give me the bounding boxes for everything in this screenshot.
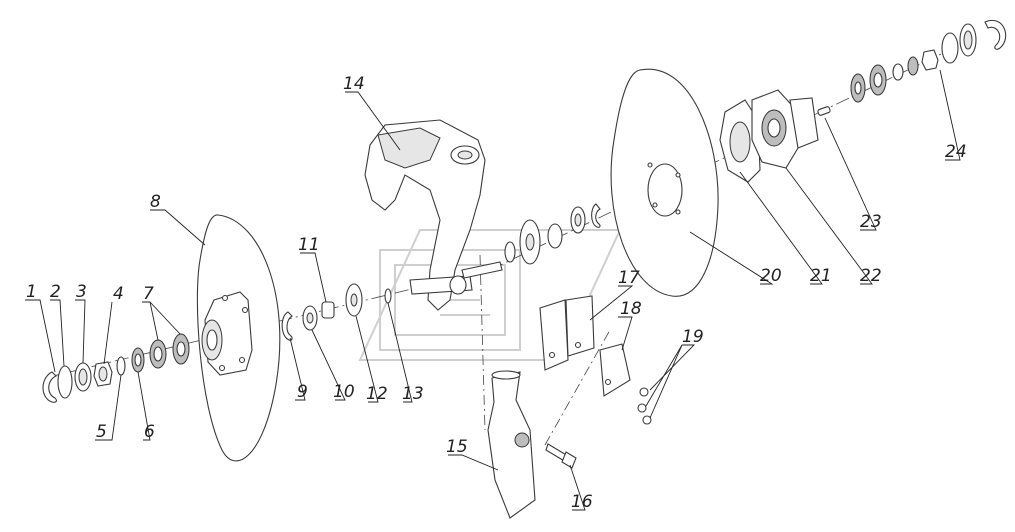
- part-18-plate: [599, 343, 631, 397]
- outer-bearings: [850, 56, 919, 103]
- part-8-disc-with-hub: [196, 214, 281, 462]
- part-3-seal: [74, 362, 92, 392]
- label-10: 10: [333, 382, 355, 402]
- label-22: 22: [860, 266, 882, 286]
- part-2-washer: [57, 365, 73, 399]
- label-1: 1: [26, 282, 37, 302]
- part-24-nut-and-caps: [921, 19, 1007, 71]
- part-10-bushing: [302, 305, 318, 331]
- label-20: 20: [760, 266, 782, 286]
- label-6: 6: [144, 422, 155, 442]
- label-18: 18: [620, 299, 642, 319]
- leader-lines: [25, 69, 961, 511]
- label-12: 12: [366, 384, 388, 404]
- label-9: 9: [297, 382, 308, 402]
- part-5-washer: [116, 356, 126, 376]
- label-13: 13: [402, 384, 424, 404]
- part-14-bracket-arm: [364, 119, 503, 311]
- label-5: 5: [96, 422, 107, 442]
- axle-fittings: [504, 203, 601, 265]
- part-4-nut: [93, 361, 113, 387]
- part-1-snap-ring: [42, 371, 57, 403]
- part-15-tube: [487, 370, 536, 519]
- part-21-gasket: [719, 99, 761, 183]
- label-21: 21: [810, 266, 832, 286]
- label-15: 15: [446, 437, 468, 457]
- part-19-bolts: [637, 387, 652, 425]
- part-labels: 1 2 3 4 5 6 7 8 9 10 11 12 13 14 15 16 1…: [26, 74, 967, 512]
- label-3: 3: [76, 282, 87, 302]
- part-12-washer: [345, 283, 363, 317]
- label-8: 8: [150, 192, 161, 212]
- label-11: 11: [298, 235, 320, 255]
- label-7: 7: [143, 284, 154, 304]
- label-23: 23: [860, 212, 882, 232]
- part-6-bearing-ring: [131, 347, 145, 373]
- part-7-bearings: [149, 333, 190, 369]
- part-20-large-disc: [610, 68, 719, 297]
- part-23-pin: [817, 106, 831, 116]
- label-16: 16: [571, 492, 593, 512]
- part-11-spacer: [321, 301, 335, 319]
- part-16-bolt: [545, 443, 577, 469]
- label-17: 17: [618, 268, 640, 288]
- label-14: 14: [343, 74, 365, 94]
- part-9-ring: [281, 311, 293, 341]
- part-17-plates: [539, 295, 595, 371]
- label-2: 2: [50, 282, 61, 302]
- part-22-hub-housing: [751, 89, 819, 169]
- part-13-small-ring: [384, 288, 392, 304]
- label-19: 19: [682, 327, 704, 347]
- label-4: 4: [113, 284, 124, 304]
- label-24: 24: [945, 142, 967, 162]
